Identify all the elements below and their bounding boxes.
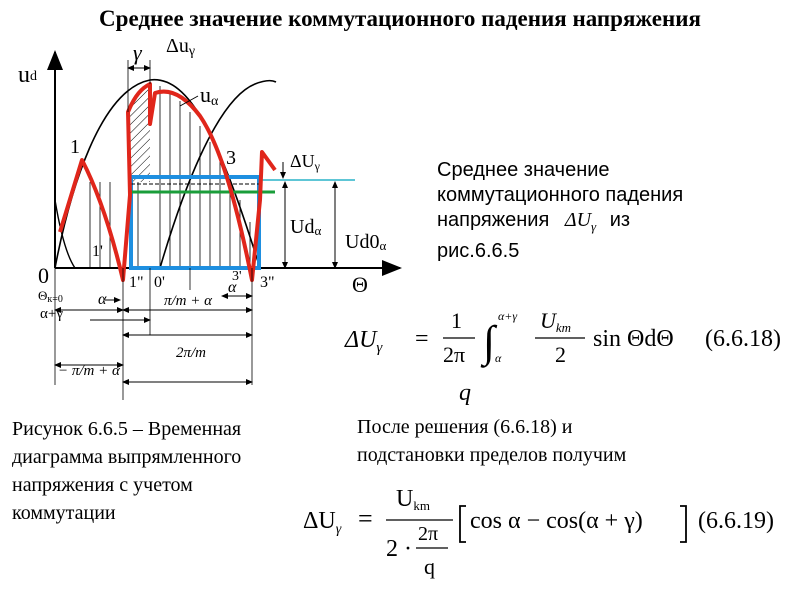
rectified-voltage-curve <box>58 82 277 282</box>
formula-6-6-19: ΔUγ = Ukm 2 · 2π q cos α − cos(α + γ) (6… <box>303 486 774 579</box>
phase-curve-2 <box>159 79 277 269</box>
svg-text:2 ·: 2 · <box>386 536 412 562</box>
svg-text:(6.6.18): (6.6.18) <box>705 326 781 352</box>
svg-text:Ukm: Ukm <box>540 308 571 335</box>
svg-text:=: = <box>358 504 373 533</box>
svg-text:ΔUγ: ΔUγ <box>344 327 383 356</box>
svg-text:2π: 2π <box>443 342 465 367</box>
figure-caption: Рисунок 6.6.5 – Временная диаграмма выпр… <box>12 418 242 524</box>
slide-title: Среднее значение коммутационного падения… <box>99 6 701 31</box>
formula-6-6-18: ΔUγ = 1 2π ∫ α+γ α Ukm 2 sin ΘdΘ (6.6.18… <box>344 308 781 405</box>
point-1p-label: 1' <box>92 243 103 260</box>
commutation-area <box>128 84 150 182</box>
phase-curve-1 <box>54 79 261 269</box>
svg-text:cos α − cos(α + γ): cos α − cos(α + γ) <box>470 508 643 534</box>
point-1-label: 1 <box>70 136 80 158</box>
point-3pp-label: 3" <box>260 274 275 291</box>
after-solution-text: После решения (6.6.18) и подстановки пре… <box>357 416 627 466</box>
neg-pi-m-alpha-label: − π/m + α <box>58 363 121 379</box>
svg-text:α+γ: α+γ <box>498 309 517 323</box>
point-1pp-label: 1" <box>129 274 144 291</box>
x-axis-label: Θ <box>352 272 368 297</box>
vertical-hatch <box>89 86 251 268</box>
alpha-label-2: α <box>228 279 237 296</box>
svg-text:=: = <box>415 326 429 352</box>
point-3p-label: 3' <box>232 269 242 284</box>
svg-text:∫: ∫ <box>480 317 498 368</box>
phase-curve-0 <box>54 199 76 269</box>
svg-text:ΔUγ: ΔUγ <box>303 508 342 537</box>
theta-k-label: Θк=0 <box>38 288 63 305</box>
gamma-label: γ <box>133 40 143 65</box>
point-0p-label: 0' <box>154 274 165 291</box>
svg-text:sin ΘdΘ: sin ΘdΘ <box>593 326 674 352</box>
svg-text:α: α <box>495 351 502 365</box>
y-axis-label: ud <box>18 62 37 88</box>
delta-u-gamma-right-label: ΔUγ <box>290 151 321 173</box>
two-pi-m-label: 2π/m <box>176 345 206 361</box>
timing-diagram: ud 0 Θ γ Δuγ uα 1 1' 1" 0' 3 3' 3" ΔUγ U… <box>18 35 402 400</box>
origin-label: 0 <box>38 263 49 288</box>
delta-u-gamma-symbol: ΔUγ <box>564 209 597 234</box>
u-alpha-label: uα <box>200 82 219 109</box>
alpha-label-1: α <box>98 291 107 308</box>
point-3-label: 3 <box>226 147 236 169</box>
svg-text:Ukm: Ukm <box>396 486 430 513</box>
delta-u-gamma-top-label: Δuγ <box>166 35 195 59</box>
alpha-gamma-label: α+γ <box>40 306 63 322</box>
ud0-alpha-label: Ud0α <box>345 231 386 253</box>
svg-text:q: q <box>424 554 435 579</box>
pi-m-alpha-label: π/m + α <box>164 293 213 309</box>
svg-text:2: 2 <box>555 342 566 367</box>
svg-text:q: q <box>459 380 471 405</box>
svg-text:1: 1 <box>451 308 462 333</box>
ud-alpha-label: Udα <box>290 216 321 238</box>
svg-text:2π: 2π <box>418 523 438 545</box>
svg-text:(6.6.19): (6.6.19) <box>698 508 774 534</box>
description-text: Среднее значение коммутационного падения… <box>437 159 684 262</box>
